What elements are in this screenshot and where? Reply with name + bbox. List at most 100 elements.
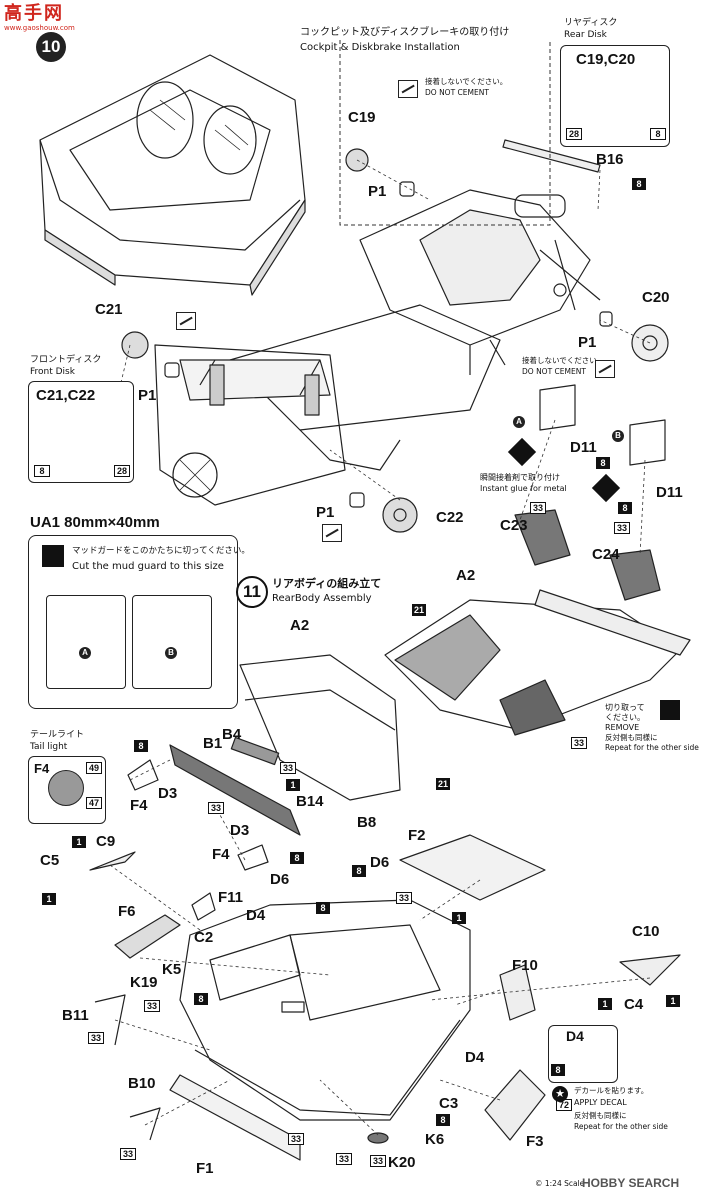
taillight-n2: 47 [86, 797, 103, 809]
footer-logo: HOBBY SEARCH [582, 1176, 680, 1190]
label-f4-a: F4 [130, 797, 148, 814]
mudguard-a [46, 595, 126, 689]
rear-disc-left-num: 28 [566, 128, 583, 140]
remove-jp1: 切り取って [605, 703, 645, 712]
num33-b: 33 [614, 522, 631, 534]
label-a2-left: A2 [290, 617, 310, 634]
mudguard-b-marker: B [165, 647, 177, 659]
label-c3: C3 [439, 1095, 459, 1112]
cut-icon [42, 545, 64, 567]
glue-note-jp: 瞬間接着剤で取り付け [480, 473, 560, 482]
label-f11: F11 [218, 889, 244, 906]
label-f6: F6 [118, 903, 136, 920]
rear-disc-title-en: Rear Disk [564, 30, 607, 40]
body-num33-b10: 33 [120, 1148, 137, 1160]
ua1-cut-jp: マッドガードをこのかたちに切ってください。 [72, 546, 250, 556]
label-p1-rear2: P1 [578, 334, 597, 351]
label-c5: C5 [40, 852, 60, 869]
front-disc-right-num: 28 [114, 465, 131, 477]
footer-copyright: © 1:24 Scale [535, 1179, 585, 1188]
label-c9: C9 [96, 833, 116, 850]
watermark: 高手网 www.gaoshouw.com [4, 4, 75, 33]
body-num33-a: 33 [396, 892, 413, 904]
step-11-title-en: RearBody Assembly [272, 593, 372, 604]
no-cement-icon-3 [176, 312, 196, 330]
label-d4-a: D4 [246, 907, 266, 924]
taillight-title-en: Tail light [30, 742, 68, 752]
decal-part: D4 [566, 1028, 584, 1044]
label-k19: K19 [130, 974, 158, 991]
label-k5: K5 [162, 961, 182, 978]
no-cement-icon-2 [595, 360, 615, 378]
remove-repeat-en: Repeat for the other side [605, 743, 699, 752]
rear-disc-right-num: 8 [650, 128, 666, 140]
body-num33-f1b: 33 [336, 1153, 353, 1165]
num33-a: 33 [530, 502, 547, 514]
remove-en: REMOVE [605, 723, 640, 732]
label-c24: C24 [592, 546, 620, 563]
front-disc-parts: C21,C22 [36, 387, 96, 404]
num33-rearbody: 33 [571, 737, 588, 749]
marker-b: B [612, 430, 624, 442]
ua1-cut-en: Cut the mud guard to this size [72, 561, 224, 572]
label-c4: C4 [624, 996, 644, 1013]
body-num1-main: 1 [452, 912, 466, 924]
body-num33-f1a: 33 [288, 1133, 305, 1145]
taillight-lens [48, 770, 84, 806]
label-k20: K20 [388, 1154, 416, 1171]
no-cement-en: DO NOT CEMENT [425, 88, 489, 97]
ua1-title: UA1 80mm×40mm [30, 514, 160, 531]
label-d11-a: D11 [570, 439, 597, 456]
mudguard-b [132, 595, 212, 689]
no-cement-icon [398, 80, 418, 98]
step-10-title-en: Cockpit & Diskbrake Installation [300, 42, 460, 53]
remove-repeat-jp: 反対側も同様に [605, 733, 658, 742]
rear-num33-a: 33 [280, 762, 297, 774]
label-b10: B10 [128, 1075, 156, 1092]
rear-num8-b: 8 [290, 852, 304, 864]
body-num1-c5: 1 [42, 893, 56, 905]
step-11-title-jp: リアボディの組み立て [272, 577, 382, 590]
remove-icon [660, 700, 680, 720]
label-d3-b: D3 [230, 822, 250, 839]
label-b16: B16 [596, 151, 624, 168]
num21-bottom: 21 [436, 778, 451, 790]
label-f2: F2 [408, 827, 426, 844]
rear-num8-a: 8 [134, 740, 148, 752]
num21-top: 21 [412, 604, 427, 616]
label-c23: C23 [500, 517, 528, 534]
decal-en: APPLY DECAL [574, 1098, 627, 1107]
label-f1: F1 [196, 1160, 214, 1177]
body-num33-k20: 33 [370, 1155, 387, 1167]
no-cement-en-2: DO NOT CEMENT [522, 367, 586, 376]
decal-jp: デカールを貼ります。 [574, 1086, 649, 1095]
label-p1-front: P1 [138, 387, 157, 404]
body-num8-d6a: 8 [352, 865, 366, 877]
label-b8: B8 [357, 814, 377, 831]
no-cement-icon-4 [322, 524, 342, 542]
decal-repeat-en: Repeat for the other side [574, 1122, 668, 1131]
label-b11: B11 [62, 1007, 89, 1024]
rear-num1: 1 [286, 779, 300, 791]
body-num33-k19: 33 [144, 1000, 161, 1012]
step-11-badge: 11 [236, 576, 268, 608]
label-f3: F3 [526, 1133, 544, 1150]
taillight-title-jp: テールライト [30, 730, 85, 740]
no-cement-jp: 接着しないでください。 [425, 77, 508, 86]
label-d6-a: D6 [370, 854, 390, 871]
label-b1: B1 [203, 735, 223, 752]
label-k6: K6 [425, 1131, 445, 1148]
glue-note-en: Instant glue for metal [480, 484, 567, 493]
decal-repeat-jp: 反対側も同様に [574, 1111, 627, 1120]
label-c20: C20 [642, 289, 670, 306]
watermark-site: www.gaoshouw.com [4, 24, 75, 32]
d11-a-num: 8 [596, 457, 610, 469]
decal-star-icon: ★ [552, 1086, 568, 1102]
label-b14: B14 [296, 793, 324, 810]
body-num72: 72 [556, 1099, 573, 1111]
front-disc-left-num: 8 [34, 465, 50, 477]
no-cement-jp-2: 接着しないでください。 [522, 356, 605, 365]
taillight-n1: 49 [86, 762, 103, 774]
body-num1-c4b: 1 [666, 995, 680, 1007]
remove-jp2: ください。 [605, 713, 645, 722]
